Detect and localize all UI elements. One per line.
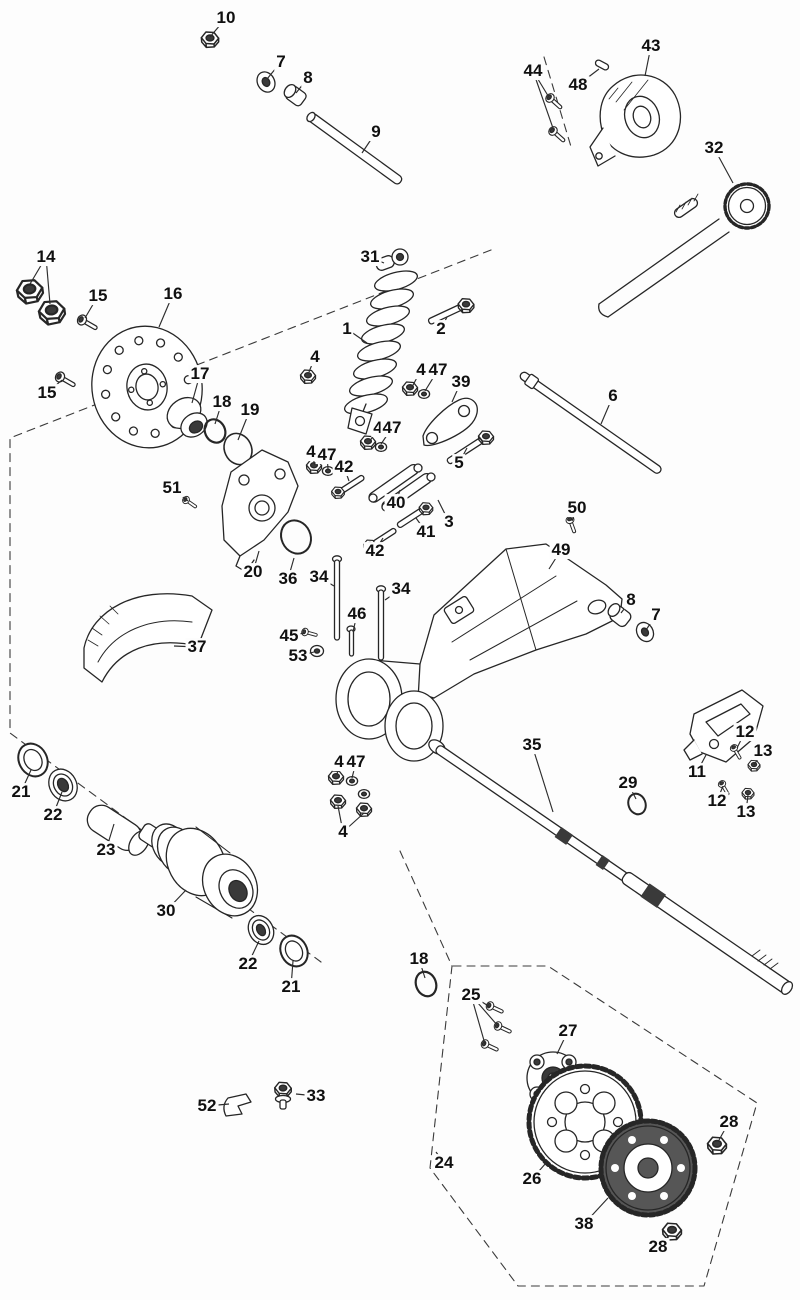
washer-53 [309,644,325,658]
key-52 [223,1093,252,1117]
nut-10 [200,31,220,49]
bearing-22a [48,768,78,802]
o-ring-29 [627,792,647,816]
bearing-22b [247,914,275,946]
nut-28a [706,1136,728,1155]
nut-28b [661,1222,683,1241]
drive-chain-32 [598,182,771,318]
nut-13a [747,759,761,772]
washer-7b [635,621,655,643]
spacer-8-top [283,83,307,107]
o-ring-36 [280,519,312,555]
bolt-50 [564,514,579,535]
torque-rod-6 [519,371,662,474]
bolt-42a [331,474,365,499]
pin-48 [594,59,610,71]
bolts-25 [479,1000,514,1055]
spacer-8b [607,603,632,628]
chain-adjuster-11 [683,689,764,763]
bolt-2 [427,297,475,325]
linkage-bracket-39 [422,397,478,447]
rear-axle-35 [428,739,794,995]
bearing-carrier-30 [138,823,259,919]
flange-nuts-14 [14,277,68,327]
o-ring-18b [414,970,438,998]
rotor-38 [598,1118,698,1218]
swingarm-49 [335,543,623,762]
shock-absorber-1 [343,248,419,435]
chain-slider-37 [83,593,213,683]
bolt-33 [274,1081,292,1110]
seal-21b [279,934,309,968]
chain-guard-43 [589,74,682,167]
pivot-bolt-9 [306,111,403,185]
bearing-retainer-17 [166,396,208,438]
seal-21a [17,742,49,778]
o-ring-18a [203,418,227,444]
screws-44 [543,91,568,146]
bolt-41 [396,502,434,529]
caliper-bracket-20 [221,449,299,573]
bolt-42b [363,527,397,552]
pivot-bolts-34 [331,555,387,661]
washer-7-top [256,71,276,93]
